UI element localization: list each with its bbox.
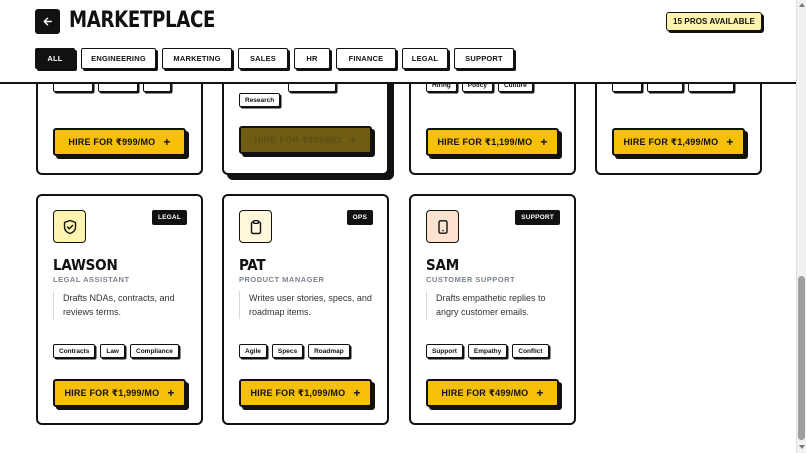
category-badge: LEGAL: [151, 210, 187, 225]
agent-card-pat: OPS PAT PRODUCT MANAGER Writes user stor…: [222, 194, 389, 425]
agent-role: PRODUCT MANAGER: [239, 275, 325, 284]
agent-role: CUSTOMER SUPPORT: [426, 275, 516, 284]
tab-engineering[interactable]: ENGINEERING: [81, 48, 156, 69]
tag: Roadmap: [308, 344, 350, 358]
page-title: MARKETPLACE: [69, 8, 216, 33]
hire-button-label: HIRE FOR ₹1,999/MO: [64, 387, 160, 398]
agent-name: LAWSON: [53, 256, 118, 274]
tab-sales[interactable]: SALES: [238, 48, 288, 69]
back-button[interactable]: [35, 9, 60, 34]
page-scrollbar[interactable]: [796, 0, 806, 453]
tab-all[interactable]: ALL: [35, 48, 75, 69]
agent-icon-box: [239, 210, 272, 243]
agent-description: Drafts empathetic replies to angry custo…: [426, 291, 562, 319]
tag: Specs: [271, 344, 304, 358]
agent-role: LEGAL ASSISTANT: [53, 275, 130, 284]
plus-icon: +: [353, 386, 361, 400]
plus-icon: +: [540, 135, 548, 149]
hire-button[interactable]: HIRE FOR ₹1,099/MO +: [239, 379, 372, 407]
agent-card-sam: SUPPORT SAM CUSTOMER SUPPORT Drafts empa…: [409, 194, 576, 425]
tab-legal[interactable]: LEGAL: [402, 48, 448, 69]
hire-button-label: HIRE FOR ₹1,199/MO: [437, 136, 533, 147]
tab-finance[interactable]: FINANCE: [336, 48, 396, 69]
agent-icon-box: [53, 210, 86, 243]
hire-button[interactable]: HIRE FOR ₹1,199/MO +: [426, 128, 559, 156]
tag: Contracts: [53, 344, 96, 358]
agent-icon-box: [426, 210, 459, 243]
hire-button[interactable]: HIRE FOR ₹1,999/MO +: [53, 379, 186, 407]
tab-support[interactable]: SUPPORT: [454, 48, 514, 69]
hire-button-label: HIRE FOR ₹899/MO: [254, 134, 342, 145]
plus-icon: +: [349, 133, 357, 147]
agent-card: Hiring Policy Culture HIRE FOR ₹1,199/MO…: [409, 70, 576, 175]
marketplace-header: MARKETPLACE 15 PROS AVAILABLE ALL ENGINE…: [0, 0, 796, 84]
arrow-left-icon: [43, 17, 52, 26]
tag: Empathy: [467, 344, 508, 358]
plus-icon: +: [163, 135, 171, 149]
tab-hr[interactable]: HR: [294, 48, 330, 69]
agent-card-lawson: LEGAL LAWSON LEGAL ASSISTANT Drafts NDAs…: [36, 194, 203, 425]
hire-button-label: HIRE FOR ₹499/MO: [441, 387, 529, 398]
tag: Support: [426, 344, 463, 358]
shield-icon: [63, 219, 76, 234]
agent-description: Drafts NDAs, contracts, and reviews term…: [53, 291, 189, 319]
tag: Law: [100, 344, 125, 358]
agent-card: HIRE FOR ₹999/MO +: [36, 70, 203, 175]
category-tabs: ALL ENGINEERING MARKETING SALES HR FINAN…: [35, 48, 520, 69]
tag-row: Contracts Law Compliance: [53, 344, 184, 358]
tab-marketing[interactable]: MARKETING: [162, 48, 232, 69]
category-badge: SUPPORT: [515, 210, 560, 225]
tag-row: Support Empathy Conflict: [426, 344, 554, 358]
category-badge: OPS: [346, 210, 373, 225]
tag: Research: [239, 93, 281, 107]
clipboard-icon: [250, 219, 261, 234]
hire-button-label: HIRE FOR ₹999/MO: [68, 136, 156, 147]
scroll-down-arrow-icon[interactable]: [799, 445, 805, 449]
plus-icon: +: [726, 135, 734, 149]
hire-button[interactable]: HIRE FOR ₹1,499/MO +: [612, 128, 745, 156]
agent-name: SAM: [426, 256, 459, 274]
hire-button-label: HIRE FOR ₹1,099/MO: [250, 387, 346, 398]
agent-description: Writes user stories, specs, and roadmap …: [239, 291, 375, 319]
tag-row: Agile Specs Roadmap: [239, 344, 355, 358]
agent-card: HIRE FOR ₹1,499/MO +: [595, 70, 762, 175]
tag-row: Research: [239, 93, 285, 107]
agent-card: Research HIRE FOR ₹899/MO +: [222, 70, 389, 175]
plus-icon: +: [167, 386, 175, 400]
tag: Conflict: [512, 344, 549, 358]
tablet-icon: [437, 219, 448, 234]
hire-button[interactable]: HIRE FOR ₹899/MO +: [239, 126, 372, 154]
pros-available-badge: 15 PROS AVAILABLE: [666, 12, 762, 31]
plus-icon: +: [536, 386, 544, 400]
hire-button-label: HIRE FOR ₹1,499/MO: [623, 136, 719, 147]
hire-button[interactable]: HIRE FOR ₹499/MO +: [426, 379, 559, 407]
tag: Compliance: [130, 344, 179, 358]
agent-name: PAT: [239, 256, 266, 274]
tag: Agile: [239, 344, 267, 358]
scrollbar-thumb[interactable]: [798, 276, 805, 440]
hire-button[interactable]: HIRE FOR ₹999/MO +: [53, 128, 186, 156]
scroll-up-arrow-icon[interactable]: [799, 3, 805, 7]
